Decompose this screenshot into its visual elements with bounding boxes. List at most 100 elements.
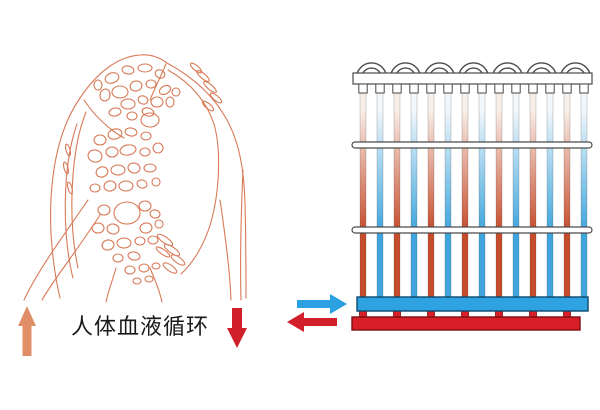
cell-oval (165, 96, 175, 108)
cell-oval (196, 69, 210, 83)
cross-rail-1 (351, 141, 593, 149)
radiator-hot-tube-4 (461, 92, 469, 301)
cell-oval (158, 84, 172, 96)
cell-oval (89, 183, 101, 193)
cell-oval (143, 163, 157, 173)
tube-collar (375, 83, 385, 94)
radiator-hot-tube-5 (495, 92, 503, 301)
radiator-cold-tube-4 (478, 92, 486, 301)
hot-manifold-bar (351, 316, 581, 331)
radiator-hot-tube-2 (393, 92, 401, 301)
cell-oval (145, 79, 157, 89)
left-vessel-line (23, 199, 89, 301)
tube-collar (409, 83, 419, 94)
cell-oval (93, 134, 107, 146)
cell-oval (101, 239, 115, 251)
cell-oval (134, 236, 146, 246)
cell-oval (139, 147, 151, 157)
center-vessel-leg (105, 267, 117, 303)
cell-oval (203, 80, 217, 94)
human-circulation-illustration (23, 54, 247, 303)
cell-oval (127, 162, 141, 174)
cell-oval (104, 72, 120, 84)
cell-oval (126, 111, 138, 121)
cell-oval (155, 246, 171, 258)
cell-oval (171, 87, 181, 97)
cell-oval (66, 181, 74, 195)
cell-oval (64, 143, 72, 157)
cell-oval (154, 69, 166, 79)
radiator-cold-tube-6 (546, 92, 554, 301)
cell-oval (151, 177, 161, 187)
cell-oval (105, 146, 119, 158)
cell-oval (156, 233, 174, 247)
cell-oval (99, 88, 111, 102)
right-vessel-line (219, 199, 232, 301)
cell-oval (119, 144, 137, 156)
tube-collar (392, 83, 402, 94)
cell-oval (91, 222, 105, 234)
radiator-cold-tube-3 (444, 92, 452, 301)
cell-oval (201, 100, 215, 112)
cell-oval (147, 235, 159, 245)
radiator-hot-tube-7 (563, 92, 571, 301)
upper-inner-line (149, 63, 167, 101)
cell-oval (110, 164, 126, 176)
cell-oval (93, 79, 103, 91)
cell-oval (140, 112, 160, 128)
tube-collar (562, 83, 572, 94)
left-inner-contour (64, 123, 78, 279)
cell-oval (162, 262, 178, 274)
radiator-cold-tube-5 (512, 92, 520, 301)
cell-oval (138, 200, 152, 212)
cell-oval (97, 204, 111, 216)
cell-oval (124, 127, 138, 137)
cell-oval (137, 95, 149, 105)
tube-collar (460, 83, 470, 94)
cell-oval (163, 243, 181, 257)
cell-oval (152, 142, 164, 154)
radiator-illustration (351, 62, 593, 331)
flow-in-arrow (297, 294, 347, 314)
cell-oval (189, 62, 203, 74)
cell-oval (62, 161, 70, 175)
cell-oval (120, 98, 136, 110)
capillary-cell-cluster (62, 62, 223, 285)
cell-oval (116, 237, 132, 249)
radiator-hot-tube-6 (529, 92, 537, 301)
cell-oval (95, 166, 109, 178)
upper-diagonal-line (83, 99, 125, 139)
right-vessel-line-2 (240, 169, 244, 301)
cell-oval (121, 65, 135, 75)
radiator-hot-tube-1 (359, 92, 367, 301)
center-vessel-leg-2 (149, 267, 163, 303)
cell-oval (139, 222, 153, 234)
radiator-cold-tube-2 (410, 92, 418, 301)
cell-oval (106, 223, 120, 235)
cell-oval (150, 96, 164, 108)
cold-manifold-bar (356, 296, 589, 312)
top-header-rail (352, 72, 593, 85)
cell-oval (103, 180, 117, 192)
tube-collar (511, 83, 521, 94)
cell-oval (112, 253, 124, 263)
tube-collar (477, 83, 487, 94)
tube-collar (579, 83, 589, 94)
body-outline (50, 54, 247, 299)
flow-out-arrow (287, 312, 337, 332)
cell-oval (209, 92, 223, 104)
cell-oval (129, 80, 143, 92)
figure-caption: 人体血液循环 (71, 315, 209, 340)
radiator-cold-tube-7 (580, 92, 588, 301)
tube-collar (358, 83, 368, 94)
cell-oval (124, 265, 136, 275)
radiator-hot-tube-3 (427, 92, 435, 301)
tube-collar (443, 83, 453, 94)
cell-oval (170, 254, 186, 266)
blood-up-arrow (18, 306, 36, 356)
cell-oval (113, 201, 141, 225)
right-lung-lobe-outline (167, 69, 220, 275)
cell-oval (132, 277, 142, 285)
